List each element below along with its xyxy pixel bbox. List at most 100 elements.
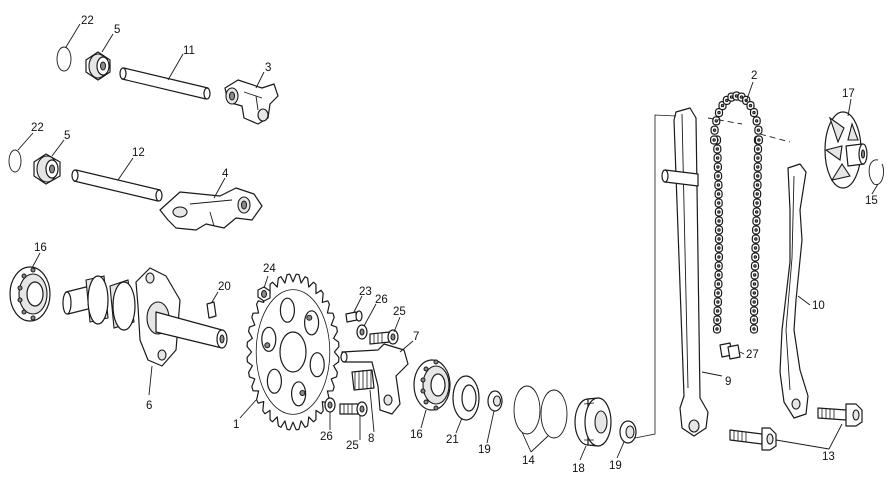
nut-24	[257, 286, 271, 302]
washer-19-right	[619, 420, 637, 444]
chain-pin	[717, 201, 721, 205]
sprocket-hole	[291, 381, 307, 407]
chain-pin	[753, 264, 757, 268]
chain-pin	[715, 156, 720, 160]
washer-26-bottom	[324, 397, 336, 413]
chain-pin	[716, 192, 721, 196]
label-13: 13	[822, 451, 835, 463]
chain-pin	[756, 174, 760, 178]
timing-chain-2	[709, 91, 764, 334]
label-19-right: 19	[609, 460, 622, 472]
chain-pin	[716, 174, 720, 178]
bolt-13-left	[729, 427, 777, 451]
chain-pin	[717, 264, 721, 268]
screw-25-top	[369, 329, 399, 345]
label-26-top: 26	[375, 294, 388, 306]
label-22-mid: 22	[31, 122, 44, 134]
chain-pin	[729, 95, 734, 99]
label-14: 14	[522, 455, 535, 467]
chain-pin	[716, 165, 720, 169]
chain-pin	[717, 246, 721, 250]
chain-pin	[752, 282, 757, 286]
chain-pin	[754, 219, 759, 223]
spring-8	[351, 369, 375, 391]
chain-pin	[754, 228, 758, 232]
o-ring-22-mid	[8, 149, 22, 173]
chain-pin	[716, 282, 721, 286]
bolt-13-right	[817, 403, 863, 427]
label-1: 1	[233, 419, 239, 431]
sprocket-hole	[266, 368, 282, 394]
roller-5-top	[85, 51, 111, 81]
chain-pin	[716, 300, 720, 304]
chain-pin	[756, 128, 761, 132]
label-10: 10	[812, 300, 825, 312]
chain-pin	[715, 309, 720, 313]
chain-path-dash	[707, 117, 791, 143]
sprocket-hub	[279, 331, 307, 373]
chain-tensioner-blade-10	[779, 163, 809, 419]
chain-pin	[716, 291, 720, 295]
chain-pin	[716, 273, 721, 277]
part-labels: 22 5 11 3 22 5 12 4 16 20 6 24 1 23 26 2…	[31, 15, 878, 475]
chain-pin	[752, 309, 756, 313]
sprocket-bolt-hole	[299, 390, 306, 396]
chain-pin	[717, 219, 721, 223]
camshaft-6	[62, 267, 228, 367]
chain-pin	[753, 273, 757, 277]
label-18: 18	[572, 463, 585, 475]
chain-pin	[752, 300, 756, 304]
chain-pin	[715, 147, 719, 151]
sprocket-1	[246, 273, 340, 431]
label-4: 4	[222, 168, 229, 180]
bearing-16-right	[413, 359, 451, 411]
label-26-bottom: 26	[320, 431, 333, 443]
chain-pin	[756, 156, 760, 160]
chain-pin	[717, 110, 721, 115]
label-17: 17	[842, 88, 855, 100]
chain-pin	[715, 327, 719, 331]
label-2: 2	[751, 70, 757, 82]
label-19-left: 19	[478, 444, 491, 456]
chain-pin	[717, 255, 721, 259]
sprocket-bolt-hole	[306, 314, 313, 321]
chain-pin	[748, 103, 753, 108]
label-20: 20	[218, 281, 231, 293]
sprocket-bolt-hole	[264, 342, 271, 349]
water-pump-impeller-17	[824, 111, 868, 189]
chain-pin	[720, 103, 725, 108]
label-11: 11	[183, 45, 195, 57]
label-5-mid: 5	[64, 130, 70, 142]
screw-23	[345, 310, 363, 323]
rocker-arm-4	[159, 187, 263, 231]
o-ring-22-top	[56, 46, 72, 72]
chain-pin	[715, 318, 719, 322]
washer-26-top	[356, 324, 368, 340]
chain-pin	[752, 327, 756, 331]
sprocket-hole	[279, 297, 295, 323]
reference-bracket	[634, 114, 677, 439]
label-3: 3	[265, 62, 271, 74]
rocker-shaft-12	[71, 169, 163, 202]
label-23: 23	[359, 286, 372, 298]
chain-pin	[714, 119, 718, 123]
label-5-top: 5	[114, 24, 120, 36]
chain-pin	[755, 192, 759, 196]
leader-lines	[17, 23, 879, 461]
chain-pin	[712, 138, 716, 142]
label-16-right: 16	[410, 429, 423, 441]
spacer-21	[452, 375, 480, 421]
label-21: 21	[446, 434, 459, 446]
label-12: 12	[132, 147, 145, 159]
decompressor-lever-7	[340, 343, 409, 415]
label-7: 7	[413, 331, 419, 343]
pin-20	[206, 301, 217, 319]
chain-pin	[756, 147, 760, 151]
chain-pin	[753, 246, 758, 250]
chain-pin	[717, 237, 721, 241]
chain-pin	[712, 128, 717, 132]
bearing-16-left	[9, 266, 51, 322]
chain-pin	[755, 183, 760, 187]
